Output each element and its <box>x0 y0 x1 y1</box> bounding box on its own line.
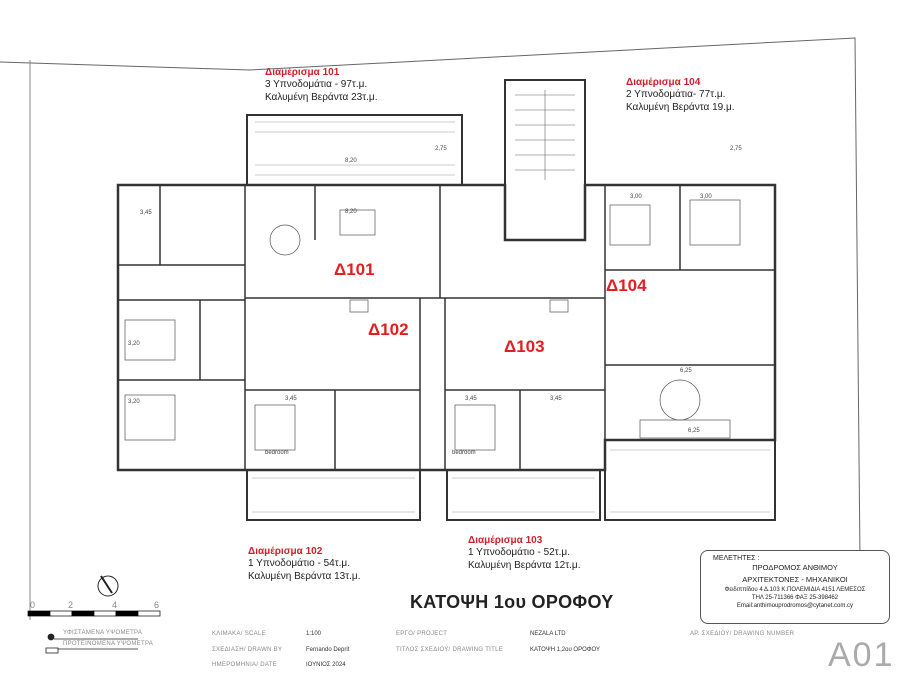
dimension-label: 2,75 <box>730 146 742 152</box>
office-address: Φειδιππίδου 4 Δ.103 Κ.ΠΟΛΕΜΙΔΙΑ 4151 ΛΕΜ… <box>724 587 866 593</box>
office-phone: ΤΗΛ 25-711366 ΦΑΞ 25-398462 <box>751 595 839 601</box>
verandah-101 <box>246 114 463 186</box>
architect-box: ΜΕΛΕΤΗΤΕΣ : ΠΡΟΔΡΟΜΟΣ ΑΝΘΙΜΟΥ ΑΡΧΙΤΕΚΤΟΝ… <box>700 550 890 624</box>
office-role: ΑΡΧΙΤΕΚΤΟΝΕΣ - ΜΗΧΑΝΙΚΟΙ <box>742 575 848 584</box>
drawn-label: ΣΧΕΔΙΑΣΗ/ DRAWN BY <box>212 647 283 653</box>
legend-proposed: ΠΡΟΤΕΙΝΟΜΕΝΑ ΥΨΟΜΕΤΡΑ <box>63 641 154 647</box>
dimension-label: 3,00 <box>630 194 642 200</box>
verandah-104 <box>604 439 776 521</box>
drawing-number-label: ΑΡ. ΣΧΕΔΙΟΥ/ DRAWING NUMBER <box>690 631 795 637</box>
drawing-title-label: ΤΙΤΛΟΣ ΣΧΕΔΙΟΥ/ DRAWING TITLE <box>396 647 504 653</box>
date-value: ΙΟΥΝΙΟΣ 2024 <box>306 662 346 668</box>
project-value: NEZALA LTD <box>530 631 566 637</box>
scale-tick: 4 <box>112 600 117 610</box>
dimension-label: 3,20 <box>128 341 140 347</box>
scale-tick: 2 <box>68 600 73 610</box>
apartment-title: Διαμέρισμα 102 <box>248 546 323 557</box>
project-label: ΕΡΓΟ/ PROJECT <box>396 631 448 637</box>
apartment-bedrooms: 1 Υπνοδομάτιο - 54τ.μ. <box>248 558 350 569</box>
north-arrow-icon <box>97 575 119 597</box>
drawing-title-value: ΚΑΤΟΨΗ 1,2ου ΟΡΟΦΟΥ <box>530 647 601 653</box>
scale-tick: 0 <box>30 600 35 610</box>
dimension-label: 8,20 <box>345 209 357 215</box>
dimension-label: 3,45 <box>550 396 562 402</box>
verandah-103 <box>446 469 601 521</box>
apartment-101-info: Διαμέρισμα 101 3 Υπνοδομάτια - 97τ.μ. Κα… <box>265 67 377 104</box>
apartment-verandah: Καλυμένη Βεράντα 12τ.μ. <box>468 560 581 571</box>
apartment-103-info: Διαμέρισμα 103 1 Υπνοδομάτιο - 52τ.μ. Κα… <box>468 535 580 572</box>
verandah-102 <box>246 469 421 521</box>
office-name: ΠΡΟΔΡΟΜΟΣ ΑΝΘΙΜΟΥ <box>752 563 838 572</box>
dimension-label: 3,20 <box>128 399 140 405</box>
apartment-bedrooms: 1 Υπνοδομάτιο - 52τ.μ. <box>468 547 570 558</box>
apartment-verandah: Καλυμένη Βεράντα 23τ.μ. <box>265 92 378 103</box>
proposed-level-icon <box>45 647 59 654</box>
unit-tag-102: Δ102 <box>368 320 409 339</box>
date-label: ΗΜΕΡΟΜΗΝΙΑ/ DATE <box>212 662 278 668</box>
room-label: bedroom <box>265 450 289 456</box>
dimension-label: 3,45 <box>140 210 152 216</box>
apartment-title: Διαμέρισμα 104 <box>626 77 701 88</box>
dimension-label: 3,00 <box>700 194 712 200</box>
site-boundary <box>0 37 861 561</box>
scale-value: 1:100 <box>306 631 322 637</box>
legend-existing: ΥΦΙΣΤΑΜΕΝΑ ΥΨΟΜΕΤΡΑ <box>63 630 143 636</box>
apartment-verandah: Καλυμένη Βεράντα 13τ.μ. <box>248 571 361 582</box>
dimension-label: 6,25 <box>688 428 700 434</box>
dimension-label: 3,45 <box>465 396 477 402</box>
apartment-verandah: Καλυμένη Βεράντα 19.μ. <box>626 102 735 113</box>
apartment-title: Διαμέρισμα 103 <box>468 535 543 546</box>
unit-tag-101: Δ101 <box>334 260 375 279</box>
scale-bar <box>27 610 161 617</box>
dimension-label: 3,45 <box>285 396 297 402</box>
scale-label: ΚΛΙΜΑΚΑ/ SCALE <box>212 631 266 637</box>
office-email: Email:anthimouprodromos@cytanet.com.cy <box>736 603 854 609</box>
apartment-102-info: Διαμέρισμα 102 1 Υπνοδομάτιο - 54τ.μ. Κα… <box>248 546 360 583</box>
drawing-number: A01 <box>828 636 895 674</box>
dimension-label: 6,25 <box>680 368 692 374</box>
dimension-label: 2,75 <box>435 146 447 152</box>
office-header: ΜΕΛΕΤΗΤΕΣ : <box>713 555 760 562</box>
drawing-title: ΚΑΤΟΨΗ 1ου ΟΡΟΦΟΥ <box>410 592 614 612</box>
unit-tag-104: Δ104 <box>606 276 647 295</box>
dimension-label: 8,20 <box>345 158 357 164</box>
room-label: bedroom <box>452 450 476 456</box>
drawn-value: Fernando Deprit <box>306 647 350 653</box>
existing-level-icon <box>47 633 55 641</box>
apartment-bedrooms: 2 Υπνοδομάτια- 77τ.μ. <box>626 89 726 100</box>
unit-tag-103: Δ103 <box>504 337 545 356</box>
apartment-bedrooms: 3 Υπνοδομάτια - 97τ.μ. <box>265 79 368 90</box>
building-outline <box>116 183 777 472</box>
apartment-title: Διαμέρισμα 101 <box>265 67 340 78</box>
apartment-104-info: Διαμέρισμα 104 2 Υπνοδομάτια- 77τ.μ. Καλ… <box>626 77 735 114</box>
scale-tick: 6 <box>154 600 159 610</box>
